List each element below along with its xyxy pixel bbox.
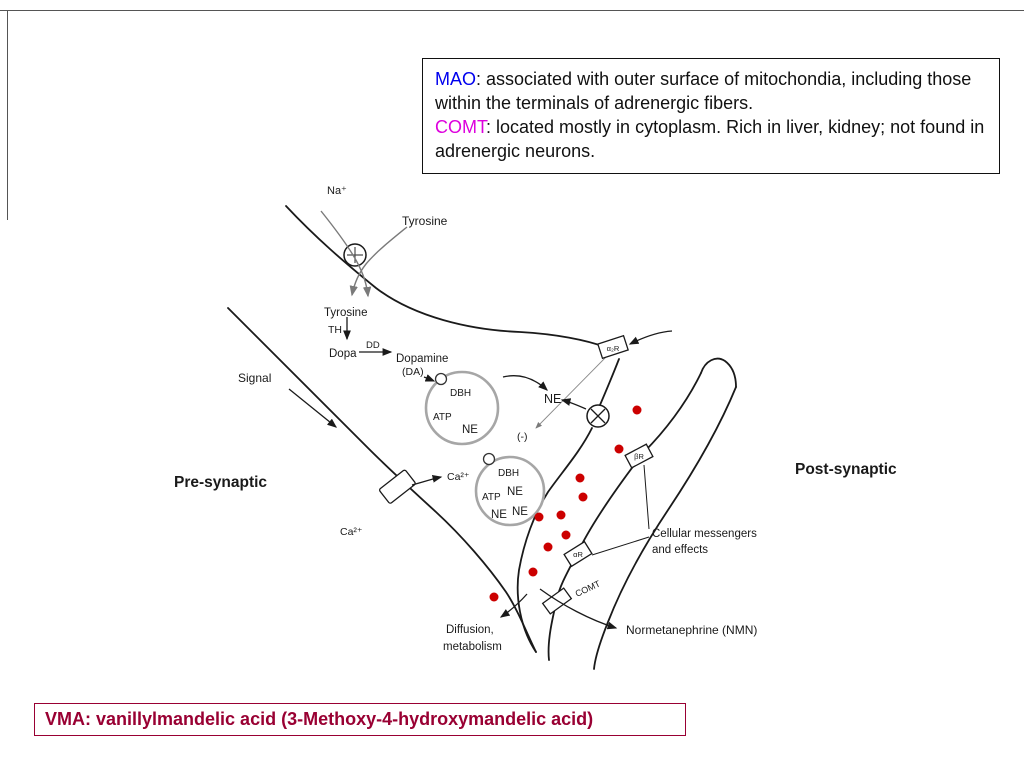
presynaptic-label: Pre-synaptic (174, 474, 267, 491)
dopa-label: Dopa (329, 348, 357, 360)
beta-receptor-label: βR (634, 452, 644, 461)
comt-enzyme-label: COMT (574, 578, 603, 598)
dbh2-label: DBH (498, 468, 519, 479)
ne-molecule-dot (575, 473, 585, 483)
tyrosine-inside-label: Tyrosine (324, 307, 367, 319)
slide-border-top (0, 10, 1024, 11)
ne-molecule-dot (528, 567, 538, 577)
na-influx-arrow (320, 210, 372, 298)
ne-vesicle2-label-a: NE (507, 486, 523, 498)
enzyme-info-box: MAO: associated with outer surface of mi… (422, 58, 1000, 174)
ne-molecule-dot (614, 444, 624, 454)
dd-enzyme-label: DD (366, 340, 380, 351)
messenger-line-alpha (591, 536, 650, 556)
comt-description: : located mostly in cytoplasm. Rich in l… (435, 117, 985, 161)
dopamine-label: Dopamine (396, 353, 448, 365)
dopamine-to-vesicle-arrow (423, 374, 436, 382)
storage-vesicle-2 (474, 455, 546, 527)
vesicle-1-granule (434, 372, 448, 386)
postsynaptic-membrane-right (593, 386, 737, 670)
cellular-messengers-label-line2: and effects (652, 544, 708, 556)
ne-vesicle1-label: NE (462, 424, 478, 436)
reuptake-x-icon (590, 408, 606, 424)
postsynaptic-label: Post-synaptic (795, 461, 897, 478)
postsynaptic-membrane-left (547, 372, 702, 661)
ne-molecule-dot (578, 492, 588, 502)
diffusion-label-line1: Diffusion, (446, 624, 494, 636)
slide-border-left (7, 10, 8, 220)
signal-label: Signal (238, 371, 271, 385)
comt-line: COMT: located mostly in cytoplasm. Rich … (435, 115, 987, 163)
ne-release-arrow (502, 375, 548, 391)
calcium-outside-label: Ca²⁺ (340, 526, 363, 538)
postsynaptic-membrane-topfold (700, 357, 737, 388)
beta-receptor (624, 443, 654, 469)
diffusion-label-line2: metabolism (443, 641, 502, 653)
na-label: Na⁺ (327, 185, 347, 197)
ne-molecule-dot (543, 542, 553, 552)
reuptake-arrow (560, 398, 587, 410)
cellular-messengers-label-line1: Cellular messengers (652, 528, 757, 540)
messenger-line-beta (643, 464, 650, 530)
ne-to-alpha2-arrow (628, 330, 673, 345)
normetanephrine-label: Normetanephrine (NMN) (626, 623, 757, 637)
ne-free-label: NE (544, 392, 561, 406)
alpha-receptor-label: αR (573, 550, 583, 559)
atp2-label: ATP (482, 492, 501, 503)
ne-molecule-dot (556, 510, 566, 520)
alpha2-negative-feedback-line (535, 355, 608, 429)
signal-arrow (288, 388, 338, 428)
mao-term: MAO (435, 69, 477, 89)
comt-term: COMT (435, 117, 486, 137)
dbh1-label: DBH (450, 388, 471, 399)
alpha2-receptor (597, 334, 629, 360)
transporter-cross-icon (347, 247, 363, 263)
mao-line: MAO: associated with outer surface of mi… (435, 67, 987, 115)
ne-molecule-dot (489, 592, 499, 602)
nmn-arrow (539, 588, 618, 630)
vma-text: VMA: vanillylmandelic acid (3-Methoxy-4-… (45, 709, 594, 729)
vesicle-2-granule (482, 452, 496, 466)
ne-vesicle2-label-b: NE (491, 509, 507, 521)
tyrosine-uptake-arrow (349, 226, 408, 297)
ne-molecule-dot (632, 405, 642, 415)
ne-molecule-dot (561, 530, 571, 540)
mao-description: : associated with outer surface of mitoc… (435, 69, 972, 113)
th-enzyme-label: TH (328, 324, 342, 336)
presynaptic-membrane-top (285, 205, 606, 348)
tyrosine-outside-label: Tyrosine (402, 214, 448, 228)
calcium-channel (379, 469, 416, 504)
ne-vesicle2-label-c: NE (512, 506, 528, 518)
storage-vesicle-1 (424, 370, 500, 446)
alpha2-receptor-label: α₂R (607, 344, 620, 353)
calcium-influx-arrow (411, 475, 443, 486)
alpha-receptor (563, 540, 593, 568)
da-abbrev-label: (DA) (402, 366, 424, 378)
atp1-label: ATP (433, 412, 452, 423)
presynaptic-membrane-bottom (227, 307, 537, 653)
diffusion-arrow (499, 593, 528, 618)
negative-feedback-label: (-) (517, 431, 528, 443)
ne-molecule-dot (534, 512, 544, 522)
vma-footnote-box: VMA: vanillylmandelic acid (3-Methoxy-4-… (34, 703, 686, 736)
calcium-inside-label: Ca²⁺ (447, 471, 470, 483)
